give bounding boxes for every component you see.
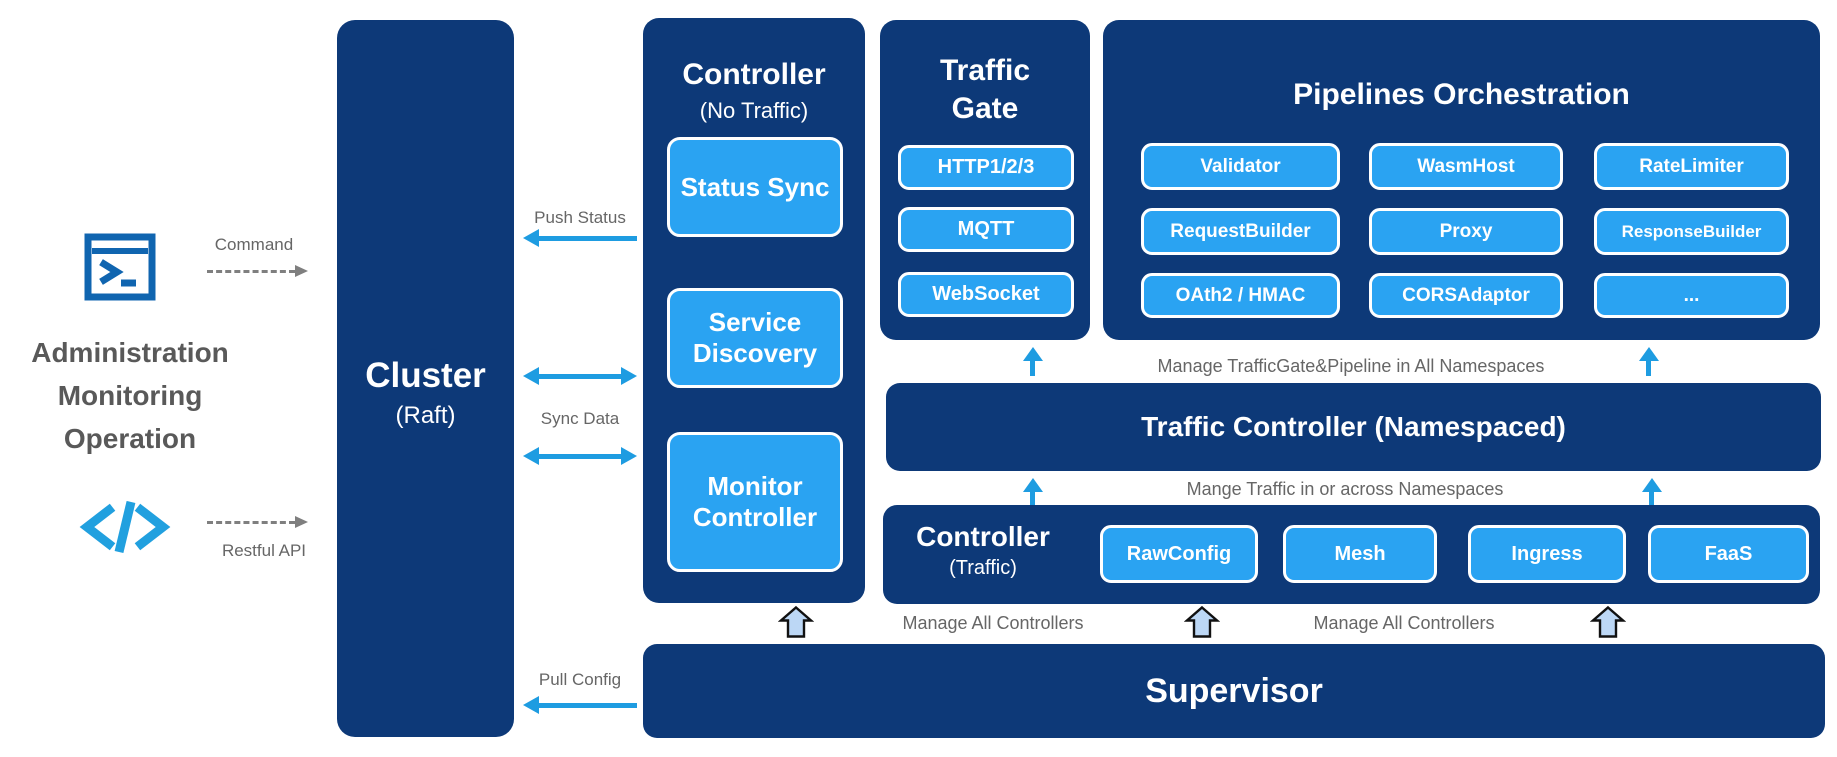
command-dashed-arrow xyxy=(207,265,308,277)
controller-no-traffic-title: Controller xyxy=(682,58,826,91)
cluster-subtitle: (Raft) xyxy=(395,402,456,429)
admin-line-3: Operation xyxy=(63,423,197,454)
arrow-up-bar-right xyxy=(1641,478,1662,505)
controller-no-traffic-box: Controller (No Traffic) Status Sync Serv… xyxy=(643,18,865,603)
admin-line-2: Monitoring xyxy=(57,380,203,411)
hollow-up-arrow-middle xyxy=(1183,605,1221,639)
push-status-arrow xyxy=(523,229,637,247)
supervisor-title: Supervisor xyxy=(1145,671,1323,710)
filter-ratelimiter: RateLimiter xyxy=(1594,143,1789,190)
hollow-up-arrow-right xyxy=(1589,605,1627,639)
pipelines-title: Pipelines Orchestration xyxy=(1293,78,1630,111)
traffic-controller-title: Traffic Controller (Namespaced) xyxy=(1141,411,1566,442)
mange-traffic-label: Mange Traffic in or across Namespaces xyxy=(1186,479,1504,499)
filter-more: ... xyxy=(1594,273,1789,318)
arrow-up-traffic-gate xyxy=(1022,347,1043,376)
arrow-up-pipelines xyxy=(1638,347,1659,376)
module-ingress: Ingress xyxy=(1468,525,1626,583)
sync-data-arrow-bottom xyxy=(523,447,637,465)
admin-monitoring-operation-text: Administration Monitoring Operation xyxy=(15,331,245,460)
filter-corsadaptor: CORSAdaptor xyxy=(1369,273,1563,318)
hollow-up-arrow-left xyxy=(777,605,815,639)
traffic-gate-box: Traffic Gate HTTP1/2/3 MQTT WebSocket xyxy=(880,20,1090,340)
pull-config-label: Pull Config xyxy=(538,670,622,689)
restful-api-label: Restful API xyxy=(221,541,307,560)
filter-requestbuilder: RequestBuilder xyxy=(1141,208,1340,255)
code-tags-icon xyxy=(77,498,173,556)
sync-data-label: Sync Data xyxy=(540,409,620,428)
filter-wasmhost: WasmHost xyxy=(1369,143,1563,190)
admin-line-1: Administration xyxy=(31,337,229,368)
sync-data-arrow-top xyxy=(523,367,637,385)
protocol-mqtt: MQTT xyxy=(898,207,1074,252)
push-status-label: Push Status xyxy=(534,208,626,227)
restful-dashed-arrow xyxy=(207,516,308,528)
protocol-http: HTTP1/2/3 xyxy=(898,145,1074,190)
filter-responsebuilder: ResponseBuilder xyxy=(1594,208,1789,255)
terminal-window-icon xyxy=(84,233,156,301)
supervisor-box: Supervisor xyxy=(643,644,1825,738)
monitor-controller-module: Monitor Controller xyxy=(667,432,843,572)
traffic-gate-title: Traffic Gate xyxy=(939,54,1031,125)
module-faas: FaaS xyxy=(1648,525,1809,583)
filter-oauth2-hmac: OAth2 / HMAC xyxy=(1141,273,1340,318)
manage-trafficgate-pipeline-label: Manage TrafficGate&Pipeline in All Names… xyxy=(1157,356,1545,376)
pull-config-arrow xyxy=(523,696,637,714)
protocol-websocket: WebSocket xyxy=(898,272,1074,317)
controller-traffic-subtitle: (Traffic) xyxy=(949,557,1017,579)
filter-validator: Validator xyxy=(1141,143,1340,190)
status-sync-module: Status Sync xyxy=(667,137,843,237)
manage-all-controllers-right-label: Manage All Controllers xyxy=(1313,613,1495,633)
command-label: Command xyxy=(214,235,294,254)
controller-traffic-title: Controller xyxy=(916,521,1050,552)
module-rawconfig: RawConfig xyxy=(1100,525,1258,583)
module-mesh: Mesh xyxy=(1283,525,1437,583)
cluster-title: Cluster xyxy=(365,356,486,395)
filter-proxy: Proxy xyxy=(1369,208,1563,255)
controller-no-traffic-subtitle: (No Traffic) xyxy=(699,98,809,123)
pipelines-orchestration-box: Pipelines Orchestration Validator WasmHo… xyxy=(1103,20,1820,340)
service-discovery-module: Service Discovery xyxy=(667,288,843,388)
arrow-up-bar-left xyxy=(1022,478,1043,505)
controller-traffic-box: Controller (Traffic) RawConfig Mesh Ingr… xyxy=(883,505,1820,604)
cluster-box: Cluster (Raft) xyxy=(337,20,514,737)
manage-all-controllers-left-label: Manage All Controllers xyxy=(902,613,1084,633)
traffic-controller-bar: Traffic Controller (Namespaced) xyxy=(886,383,1821,471)
